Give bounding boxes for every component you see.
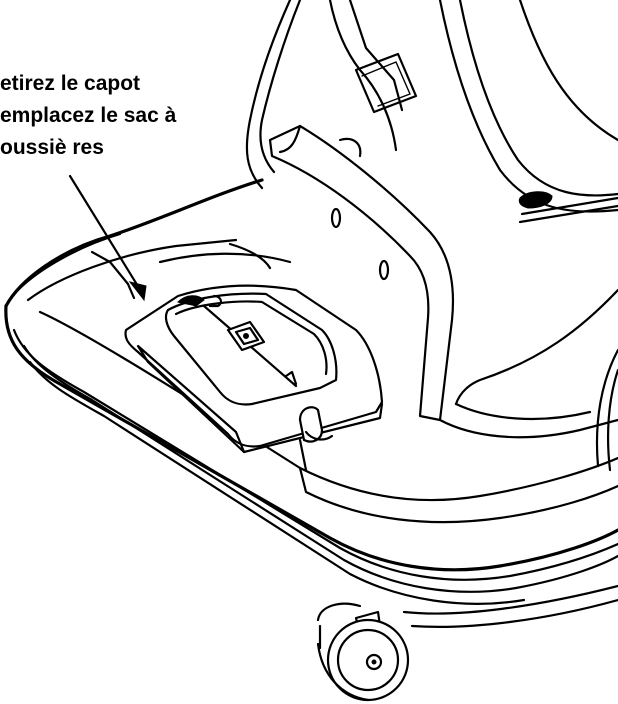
callout-line-2: emplacez le sac à [0, 104, 177, 127]
callout-line-1: etirez le capot [0, 72, 141, 95]
callout-line-3: oussiè res [0, 136, 104, 159]
base-skirt [402, 584, 618, 628]
callout-text: etirez le capot emplacez le sac à oussiè… [0, 68, 176, 164]
back-panel [268, 124, 455, 422]
machine-upper-body [245, 0, 618, 472]
base-deck [4, 178, 618, 605]
caster-wheel-icon [316, 602, 410, 702]
latch-icon [226, 320, 266, 352]
arrow-pointer-icon [68, 174, 147, 302]
dust-bag-cover [124, 284, 384, 454]
